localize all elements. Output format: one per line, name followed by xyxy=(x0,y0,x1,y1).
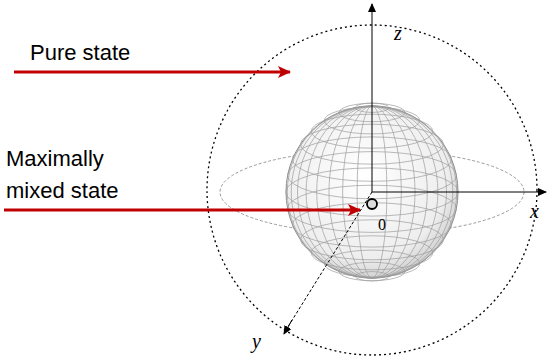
center-point xyxy=(367,199,377,209)
callout-label: Maximally mixed state xyxy=(6,143,156,207)
latitude-line xyxy=(339,262,405,280)
z-axis xyxy=(372,4,373,192)
axis-label: x xyxy=(530,200,539,222)
pure-state-arrow xyxy=(14,71,290,74)
y-axis xyxy=(286,192,372,330)
mixed-state-arrow xyxy=(4,209,360,212)
latitude-line xyxy=(324,250,420,277)
latitude-line xyxy=(311,236,433,270)
origin-label: 0 xyxy=(378,216,386,234)
latitude-line xyxy=(301,220,444,260)
x-axis xyxy=(372,192,546,193)
callout-label: Pure state xyxy=(30,37,130,69)
axis-label: z xyxy=(394,22,402,44)
axis-label: y xyxy=(252,330,261,352)
y-axis-head xyxy=(284,320,292,334)
